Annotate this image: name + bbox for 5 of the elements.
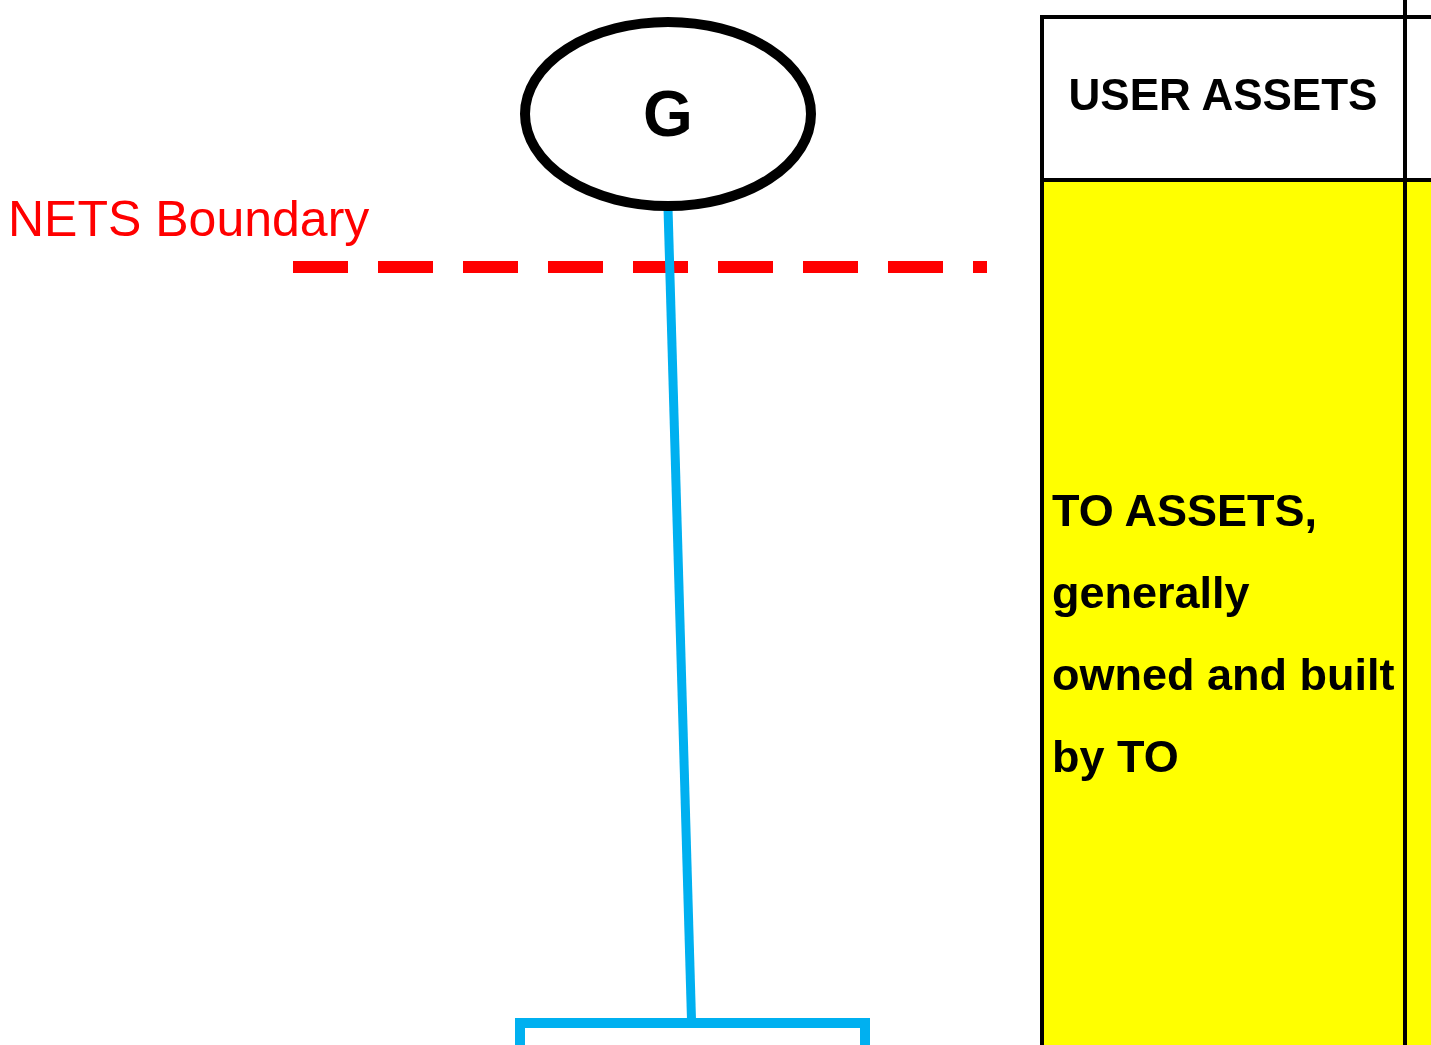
generator-circle [520,17,816,211]
cell-text: TO ASSETS, generally owned and built by TO [1052,485,1395,782]
column-header: USER ASSETS [1068,70,1378,119]
boundary-label: NETS Boundary [8,191,370,247]
generator-label: G [643,77,693,151]
